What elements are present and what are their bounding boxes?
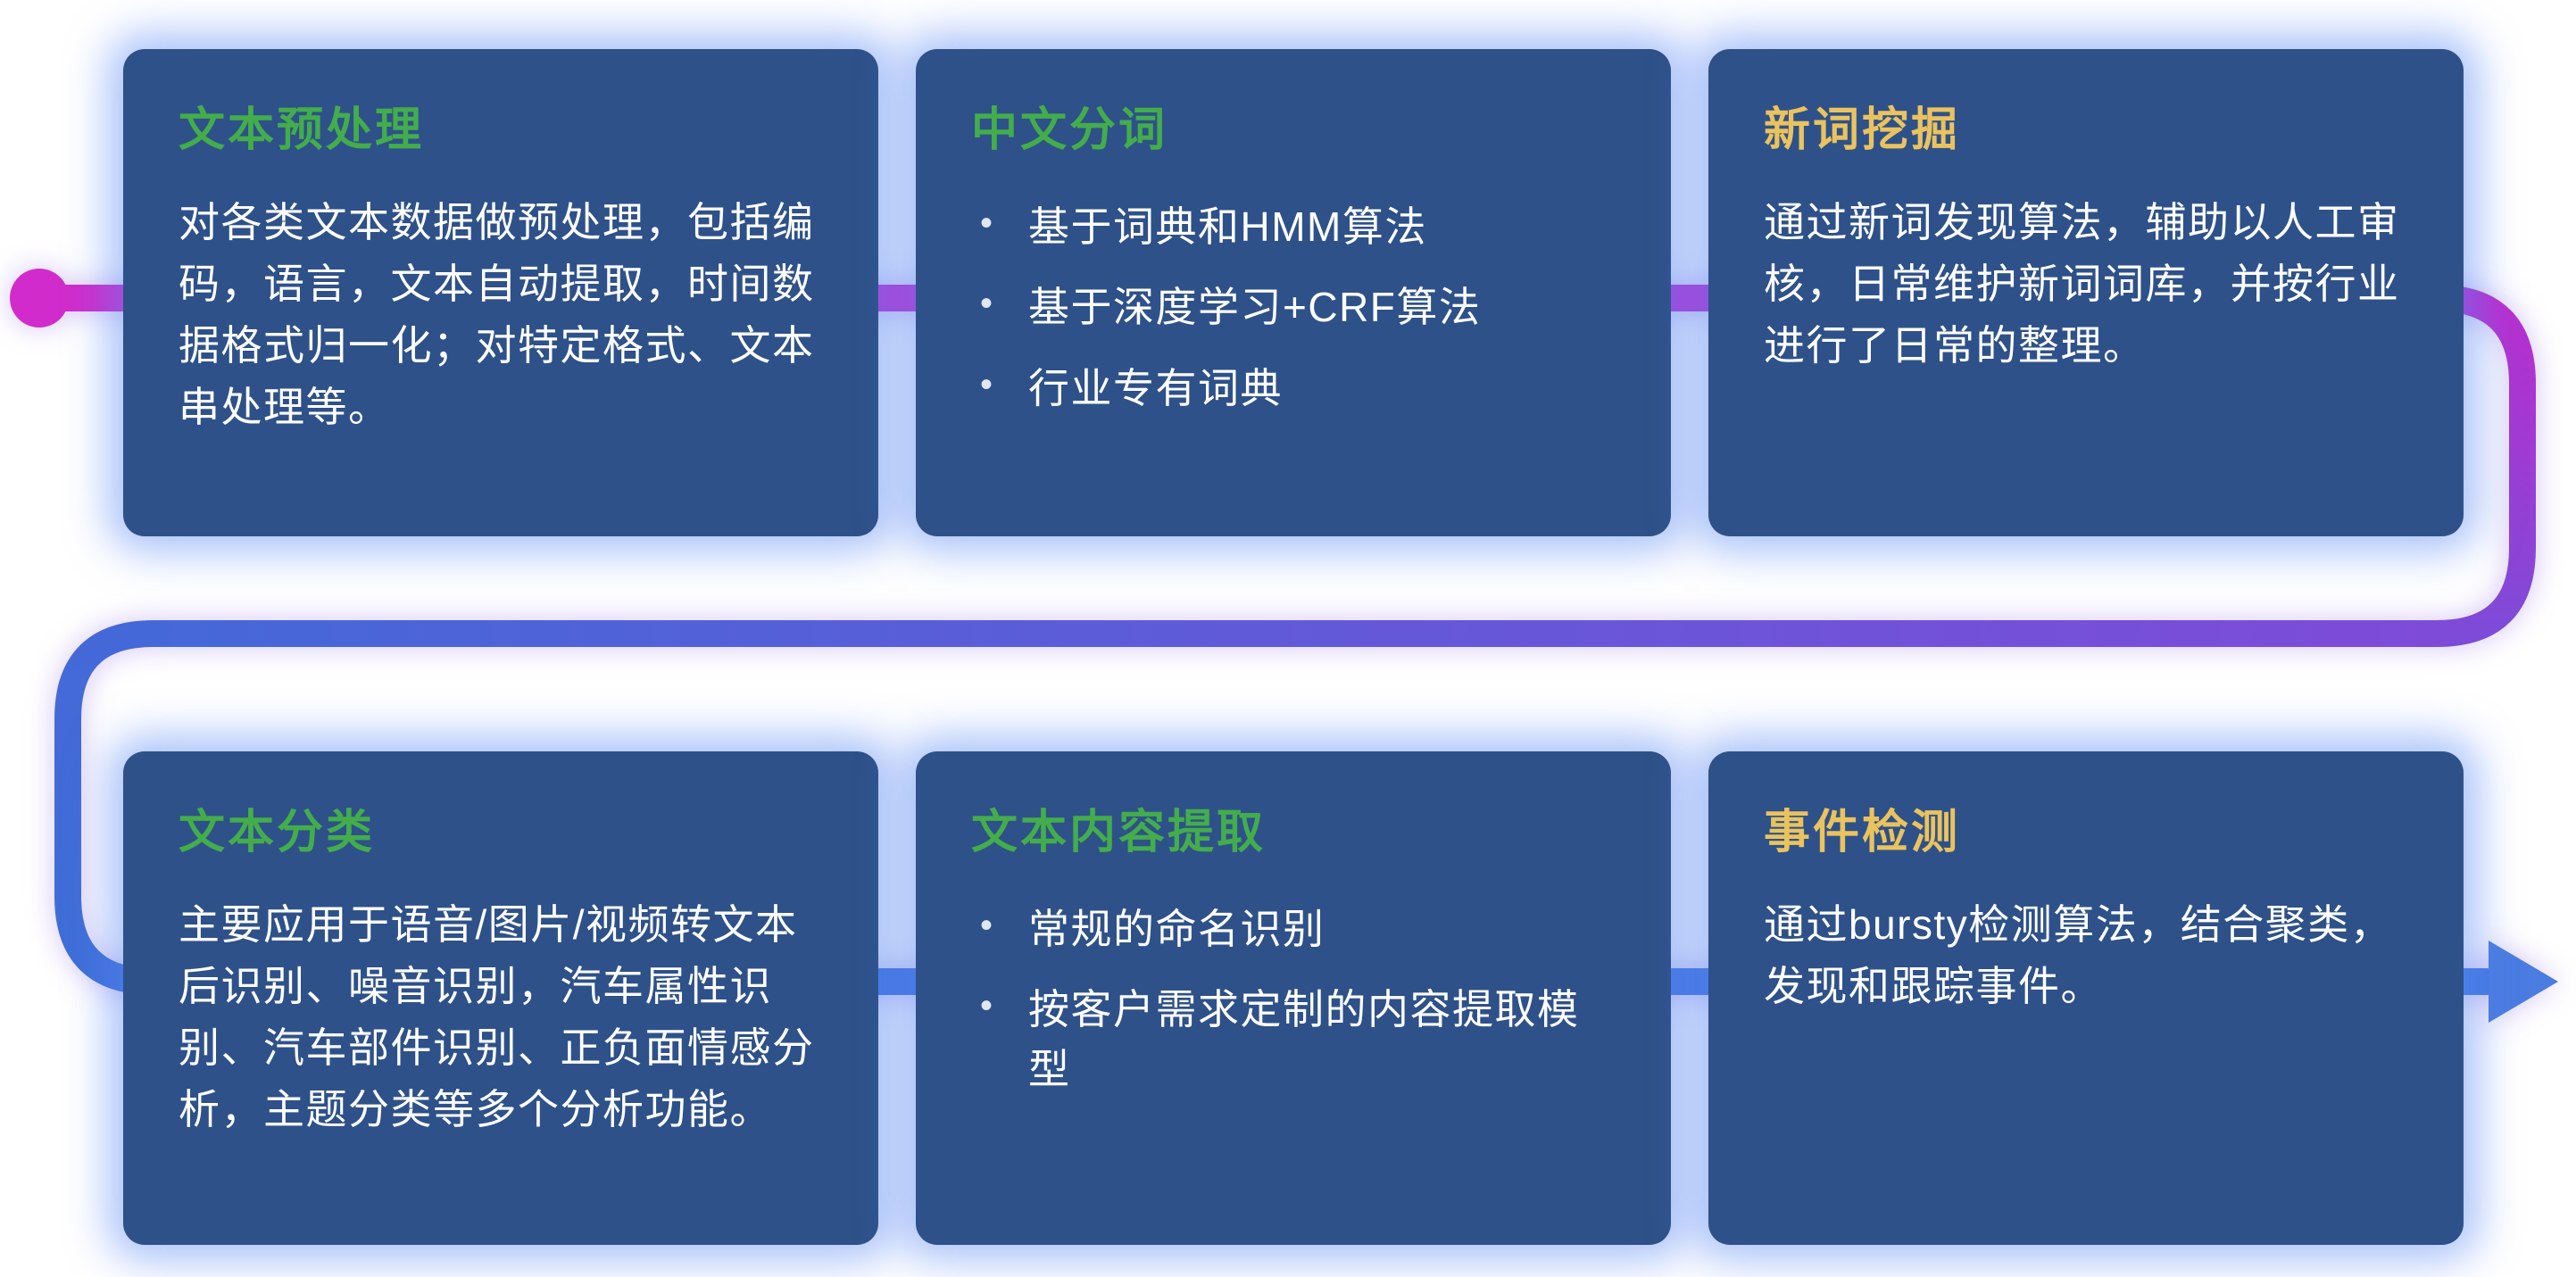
bullet-item: 基于深度学习+CRF算法 (971, 278, 1621, 337)
card-event-detection: 事件检测 通过bursty检测算法，结合聚类，发现和跟踪事件。 (1708, 751, 2464, 1245)
card-new-word-mining: 新词挖掘 通过新词发现算法，辅助以人工审核，日常维护新词词库，并按行业进行了日常… (1708, 49, 2464, 536)
card-body: 通过bursty检测算法，结合聚类，发现和跟踪事件。 (1764, 900, 2393, 1009)
card-title: 文本分类 (179, 807, 376, 858)
card-title: 文本内容提取 (971, 807, 1267, 858)
card-chinese-segmentation: 中文分词 基于词典和HMM算法 基于深度学习+CRF算法 行业专有词典 (916, 49, 1671, 536)
arrow-right-icon (2489, 941, 2558, 1023)
bullet-item: 常规的命名识别 (971, 900, 1621, 959)
card-title: 文本预处理 (179, 104, 425, 156)
card-text-classification: 文本分类 主要应用于语音/图片/视频转文本后识别、噪音识别，汽车属性识别、汽车部… (123, 751, 878, 1245)
flow-curve-left (54, 620, 167, 995)
card-bullet-list: 常规的命名识别 按客户需求定制的内容提取模型 (971, 900, 1621, 1099)
card-content-extraction: 文本内容提取 常规的命名识别 按客户需求定制的内容提取模型 (916, 751, 1671, 1245)
card-body: 主要应用于语音/图片/视频转文本后识别、噪音识别，汽车属性识别、汽车部件识别、正… (179, 900, 815, 1132)
flow-start-dot (10, 269, 69, 328)
bullet-item: 基于词典和HMM算法 (971, 197, 1621, 257)
card-title: 事件检测 (1764, 807, 1961, 858)
card-body: 对各类文本数据做预处理，包括编码，语言，文本自动提取，时间数据格式归一化；对特定… (179, 198, 815, 430)
card-body: 通过新词发现算法，辅助以人工审核，日常维护新词词库，并按行业进行了日常的整理。 (1764, 198, 2400, 369)
bullet-item: 按客户需求定制的内容提取模型 (971, 980, 1621, 1099)
card-bullet-list: 基于词典和HMM算法 基于深度学习+CRF算法 行业专有词典 (971, 197, 1621, 419)
card-title: 中文分词 (971, 104, 1168, 156)
card-title: 新词挖掘 (1764, 104, 1961, 156)
flow-curve-right (2423, 285, 2536, 647)
bullet-item: 行业专有词典 (971, 359, 1621, 419)
card-text-preprocessing: 文本预处理 对各类文本数据做预处理，包括编码，语言，文本自动提取，时间数据格式归… (123, 49, 878, 536)
